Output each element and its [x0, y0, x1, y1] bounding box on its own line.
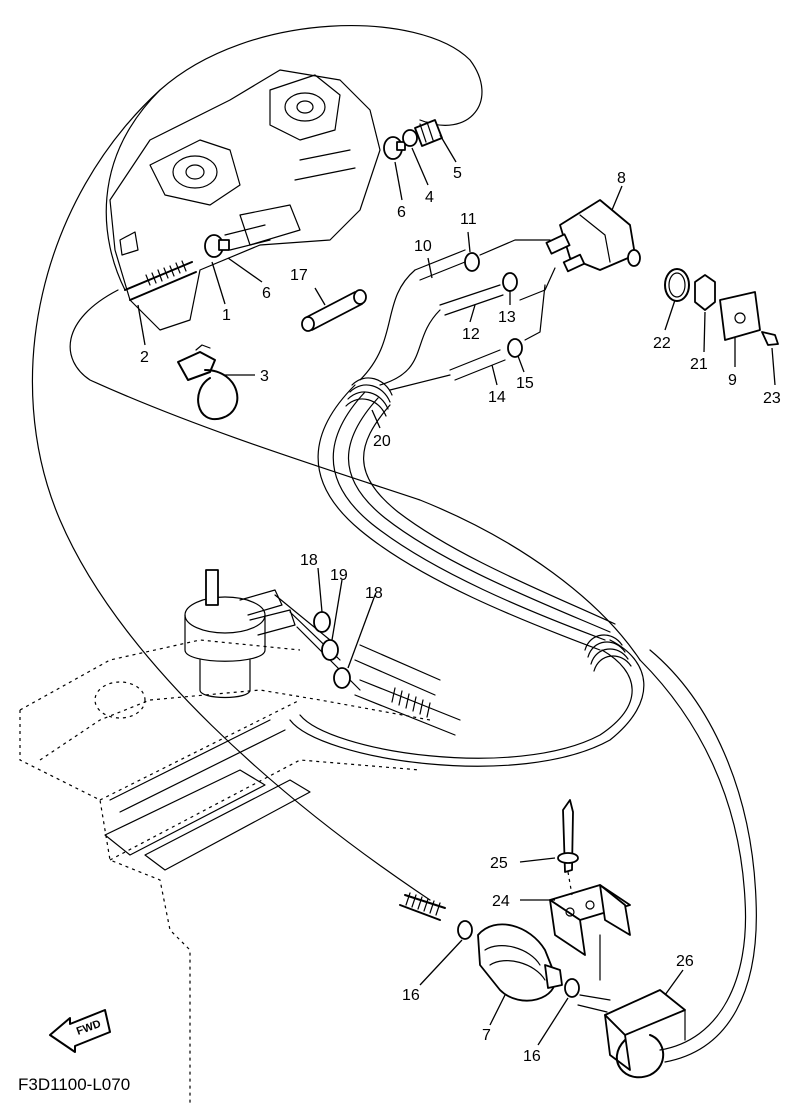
- fuel-tank: [19, 639, 431, 1104]
- tank-fuel-sender: [184, 569, 361, 699]
- part-3-hose-clip: [177, 344, 239, 421]
- callout-21: 21: [690, 356, 708, 373]
- callout-16-right: 16: [523, 1048, 541, 1065]
- callout-23: 23: [763, 390, 781, 407]
- part-8-fuel-cock: [545, 199, 641, 273]
- callout-1: 1: [222, 307, 231, 324]
- fwd-direction-arrow-icon: FWD: [49, 1009, 111, 1053]
- callout-2: 2: [140, 349, 149, 366]
- callout-8: 8: [617, 170, 626, 187]
- part-17-connector: [301, 289, 367, 332]
- callout-5: 5: [453, 165, 462, 182]
- callout-17: 17: [290, 267, 308, 284]
- parts-22-21-9-23-hardware: [664, 268, 779, 346]
- callout-10: 10: [414, 238, 432, 255]
- callout-15: 15: [516, 375, 534, 392]
- part-2-hose-spring: [124, 260, 197, 301]
- clamps-18-20: [313, 611, 351, 689]
- parts-4-5-6-fittings: [383, 119, 443, 160]
- part-25-rivet: [557, 799, 579, 896]
- part-24-bracket: [549, 884, 631, 981]
- callout-18-left: 18: [300, 552, 318, 569]
- callout-19: 20: [373, 433, 391, 450]
- callout-11: 11: [460, 211, 477, 228]
- callout-7: 7: [482, 1027, 491, 1044]
- callout-20: 19: [330, 567, 348, 584]
- figure-reference-code: F3D1100-L070: [18, 1075, 130, 1094]
- bundle-clamp-lower: [584, 634, 632, 672]
- part-19-bundle-clamp: [345, 377, 393, 417]
- callout-6-upper: 6: [397, 204, 406, 221]
- hose-bundle: [289, 269, 645, 767]
- callout-22: 22: [653, 335, 671, 352]
- tank-side-hoses: [354, 644, 461, 736]
- filter-inlet-hose: [399, 892, 446, 921]
- callout-25: 25: [490, 855, 508, 872]
- part-26-hose-holder: [604, 989, 686, 1079]
- callout-4: 4: [425, 189, 434, 206]
- callout-6-lower: 6: [262, 285, 271, 302]
- callout-18-right: 18: [365, 585, 383, 602]
- callout-12: 12: [462, 326, 480, 343]
- part-7-fuel-filter: [457, 920, 563, 1002]
- callout-24: 24: [492, 893, 510, 910]
- callout-13: 13: [498, 309, 516, 326]
- callout-3: 3: [260, 368, 269, 385]
- callout-9: 9: [728, 372, 737, 389]
- fuel-hose-loop: [31, 25, 757, 1063]
- callout-14: 14: [488, 389, 506, 406]
- part-1-clamp: [204, 234, 230, 258]
- carburetor-assembly: [109, 69, 381, 331]
- leader-lines: [137, 134, 776, 1046]
- part-16-clamps: [564, 978, 611, 1013]
- callout-labels: 1 2 3 4 5 6 6 7 8 9 10 11 12 13 14 15 16…: [140, 165, 781, 1065]
- callout-16-left: 16: [402, 987, 420, 1004]
- hoses-10-12-14: [414, 239, 556, 381]
- callout-26: 26: [676, 953, 694, 970]
